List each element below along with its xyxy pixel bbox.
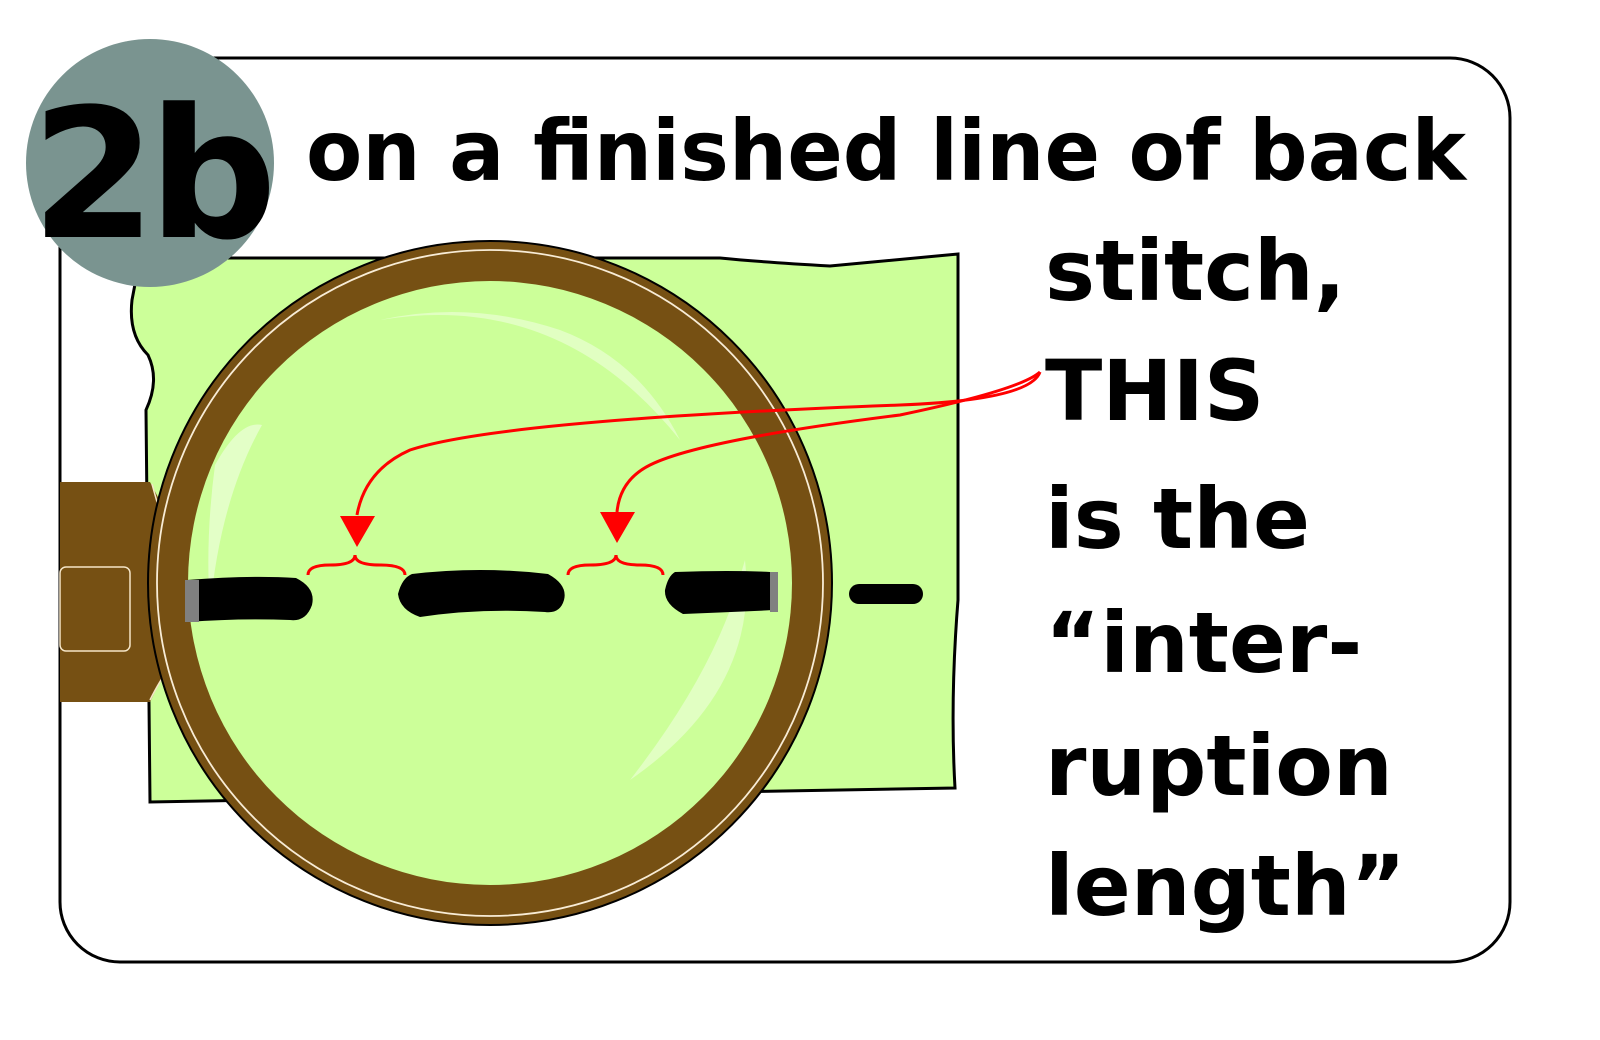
callout-line-6: length” [1045, 837, 1406, 935]
callout-line-4: “inter- [1045, 594, 1362, 692]
gap-braces [306, 554, 665, 576]
arrowhead-1 [340, 516, 375, 547]
step-badge: 2b [26, 39, 277, 287]
stitch-2 [398, 570, 565, 617]
heading-line-1: on a finished line of back [306, 102, 1468, 200]
gap-brace-2 [566, 554, 665, 576]
stitch-1 [187, 576, 313, 622]
arrowhead-2 [600, 512, 635, 543]
leader-arrows [340, 370, 1042, 547]
stitch-3 [664, 571, 776, 614]
callout-line-1: stitch, [1045, 222, 1346, 320]
step-badge-label: 2b [31, 71, 269, 280]
callout-line-2: THIS [1045, 342, 1264, 440]
leader-line-1 [355, 371, 1042, 516]
leader-line-2 [615, 370, 1042, 513]
gap-brace-1 [306, 554, 407, 576]
stitch-line [185, 570, 923, 622]
callout-line-3: is the [1045, 470, 1310, 568]
lens-glare [208, 424, 262, 610]
stitch-4-outside-lens [849, 584, 923, 604]
callout-line-5: ruption [1045, 717, 1393, 815]
